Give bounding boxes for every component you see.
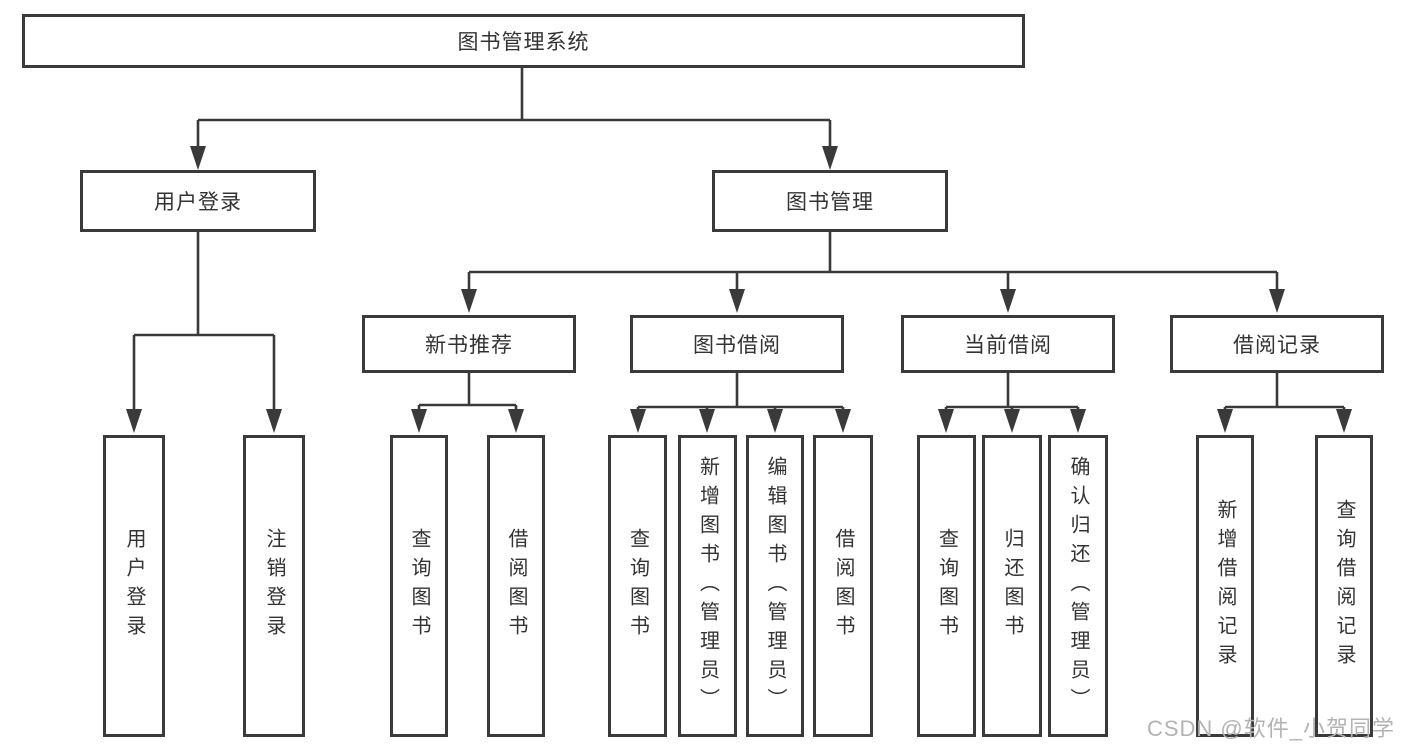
node-user-login: 用户登录 [80,170,316,232]
leaf-borrow-edit-books-admin-label: 编辑图书（管理员） [764,455,786,717]
csdn-watermark: CSDN @软件_小贺同学 [1146,716,1395,741]
leaf-borrow-query-books: 查询图书 [608,435,667,737]
node-new-book-recommend-label: 新书推荐 [425,334,513,357]
node-current-borrow: 当前借阅 [901,315,1115,373]
leaf-user-login-label: 用户登录 [123,528,145,644]
node-book-management-label: 图书管理 [786,191,874,214]
leaf-borrow-edit-books-admin: 编辑图书（管理员） [746,435,804,737]
node-root-system: 图书管理系统 [22,14,1025,68]
node-borrow-records: 借阅记录 [1170,315,1384,373]
leaf-logout-label: 注销登录 [263,528,285,644]
node-borrow-records-label: 借阅记录 [1233,334,1321,357]
node-current-borrow-label: 当前借阅 [964,334,1052,357]
leaf-newbook-borrow-books-label: 借阅图书 [505,528,527,644]
leaf-records-add-record-label: 新增借阅记录 [1214,499,1236,673]
node-new-book-recommend: 新书推荐 [362,315,576,373]
leaf-current-return-books-label: 归还图书 [1001,528,1023,644]
node-user-login-label: 用户登录 [154,191,242,214]
leaf-records-query-record: 查询借阅记录 [1315,435,1373,737]
leaf-borrow-query-books-label: 查询图书 [626,528,649,644]
leaf-borrow-borrow-books-label: 借阅图书 [832,528,854,644]
leaf-current-query-books: 查询图书 [917,435,976,737]
leaf-newbook-query-books: 查询图书 [390,435,448,737]
node-book-borrow: 图书借阅 [630,315,844,373]
leaf-newbook-query-books-label: 查询图书 [408,528,430,644]
leaf-records-query-record-label: 查询借阅记录 [1333,499,1355,673]
leaf-logout: 注销登录 [243,435,305,737]
leaf-current-confirm-return-admin: 确认归还（管理员） [1048,435,1108,737]
node-root-label: 图书管理系统 [457,31,590,54]
leaf-current-query-books-label: 查询图书 [935,528,958,644]
leaf-borrow-add-books-admin-label: 新增图书（管理员） [696,455,719,717]
node-book-borrow-label: 图书借阅 [693,334,781,357]
leaf-current-confirm-return-admin-label: 确认归还（管理员） [1067,455,1089,717]
leaf-newbook-borrow-books: 借阅图书 [487,435,545,737]
leaf-user-login: 用户登录 [103,435,165,737]
leaf-borrow-add-books-admin: 新增图书（管理员） [678,435,737,737]
leaf-borrow-borrow-books: 借阅图书 [813,435,873,737]
node-book-management: 图书管理 [712,170,948,232]
leaf-current-return-books: 归还图书 [982,435,1042,737]
leaf-records-add-record: 新增借阅记录 [1196,435,1254,737]
